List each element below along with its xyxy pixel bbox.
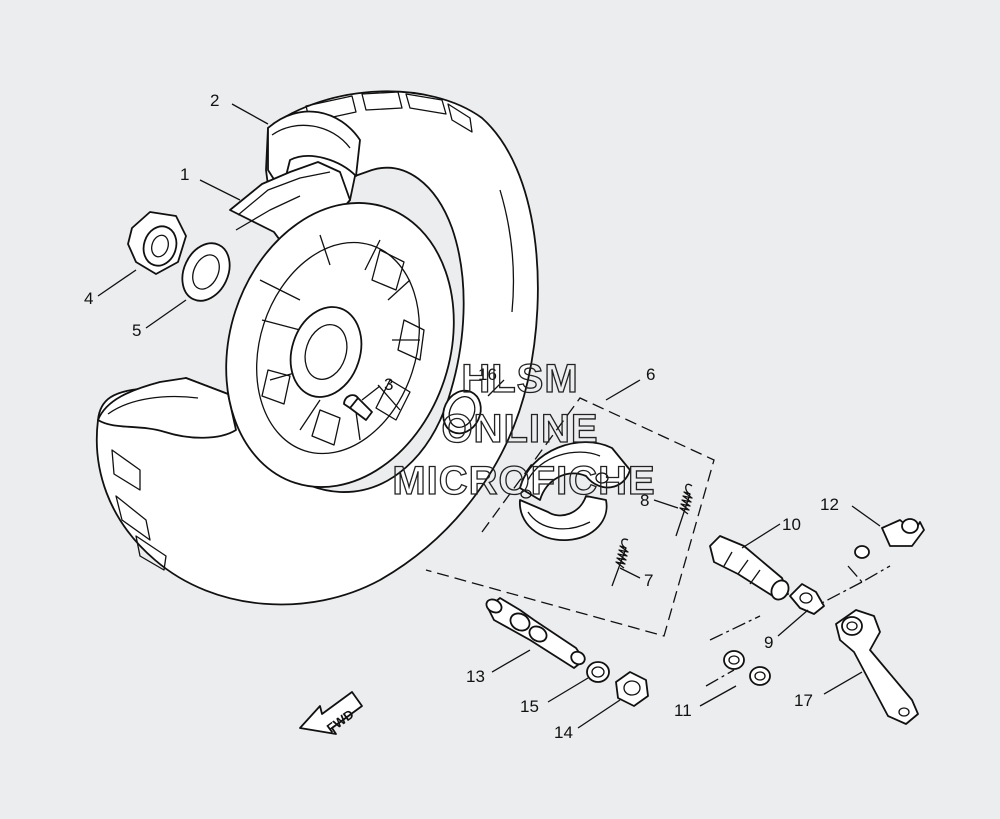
watermark-line-3: MICROFICHE: [392, 459, 655, 503]
forward-direction-arrow: FWD: [299, 691, 363, 736]
callout-14: 14: [554, 723, 573, 742]
callout-16: 16: [478, 365, 497, 384]
callout-15: 15: [520, 697, 539, 716]
callout-10: 10: [782, 515, 801, 534]
watermark: HLSM ONLINE MICROFICHE: [392, 356, 656, 503]
axle-spacer-washer: [586, 661, 610, 683]
wear-indicator-plate: [789, 583, 825, 615]
brake-camshaft-lever: [835, 609, 919, 725]
callout-1: 1: [180, 165, 189, 184]
o-ring: [442, 389, 482, 435]
callout-8: 8: [640, 491, 649, 510]
valve-stem: [343, 394, 373, 421]
wheel-tire-assembly: [95, 90, 539, 606]
callout-12: 12: [820, 495, 839, 514]
brake-shoe-kit-boundary: [425, 397, 715, 637]
callout-7: 7: [644, 571, 653, 590]
callout-13: 13: [466, 667, 485, 686]
assembly-lines: [705, 565, 891, 687]
camshaft-washer-b: [749, 666, 771, 686]
callout-2: 2: [210, 91, 219, 110]
callout-17: 17: [794, 691, 813, 710]
brake-camshaft: [709, 535, 790, 601]
camshaft-washer-a: [723, 650, 745, 670]
watermark-line-1: HLSM: [461, 357, 578, 401]
axle-collar: [615, 671, 649, 707]
axle-nut: [127, 211, 187, 275]
callout-labels: 1 2 3 4 5 6 7 8 9 10 11 12 13 14 15 16 1…: [84, 91, 839, 742]
brake-shoes: [519, 441, 631, 541]
axle-washer: [181, 242, 231, 302]
callout-3: 3: [384, 375, 393, 394]
callout-5: 5: [132, 321, 141, 340]
return-spring-7: [611, 538, 629, 587]
camshaft-lever-bolt: [854, 518, 925, 559]
leader-lines: [97, 103, 881, 729]
callout-11: 11: [674, 701, 692, 720]
callout-4: 4: [84, 289, 93, 308]
return-spring-8: [675, 483, 693, 537]
callout-6: 6: [646, 365, 655, 384]
callout-9: 9: [764, 633, 773, 652]
watermark-line-2: ONLINE: [441, 407, 598, 451]
rear-axle: [485, 597, 586, 669]
